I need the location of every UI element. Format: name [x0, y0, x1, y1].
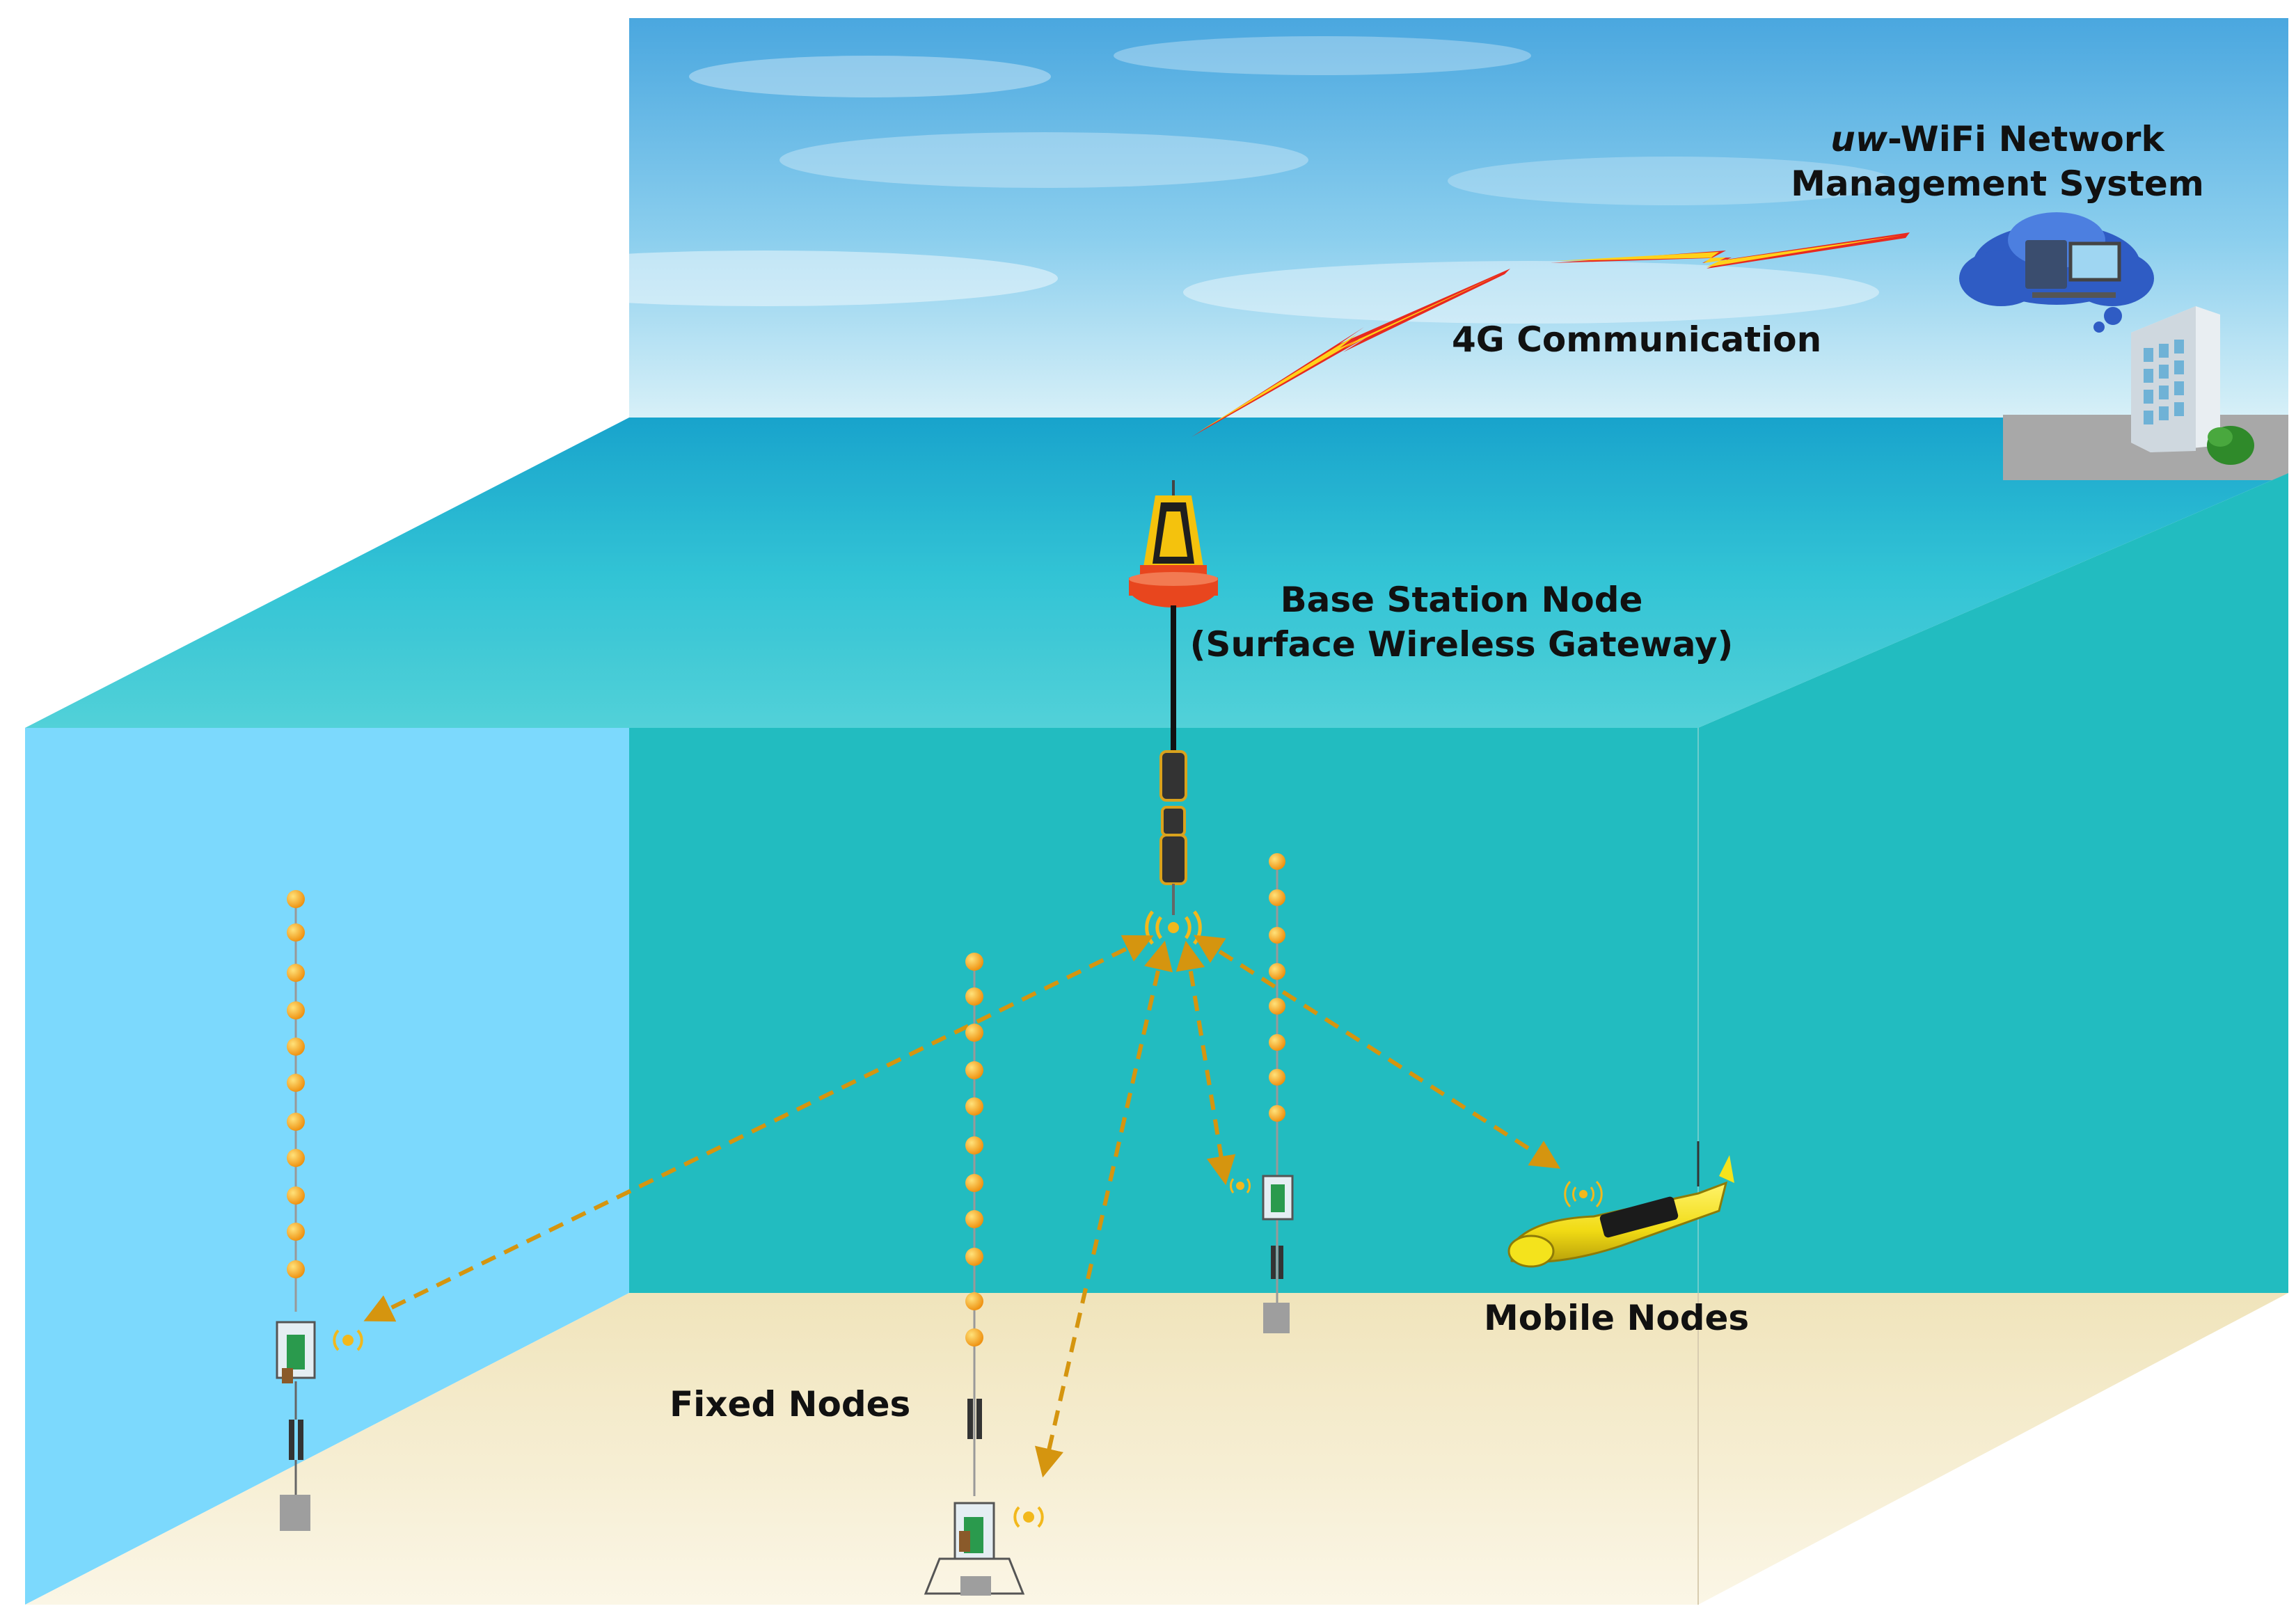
acoustic-links: [363, 935, 1561, 1478]
nms-prefix: uw: [1830, 119, 1888, 159]
auv-icon: [1507, 1141, 1734, 1268]
nms-line2: Management System: [1791, 164, 2204, 204]
comm-label: 4G Communication: [1452, 319, 1822, 360]
buoy-icon: [1129, 480, 1218, 915]
nms-line1-text: -WiFi Network: [1887, 119, 2164, 159]
nms-line1: uw-WiFi Network: [1782, 117, 2213, 161]
fixed-nodes-label: Fixed Nodes: [670, 1384, 911, 1424]
fixed-node-left: [276, 890, 363, 1531]
base-line1: Base Station Node: [1280, 580, 1643, 620]
base-station-label: Base Station Node (Surface Wireless Gate…: [1183, 578, 1740, 667]
fixed-node-right: [1230, 853, 1294, 1333]
right-water-face: [1698, 473, 2288, 1293]
mobile-nodes-label: Mobile Nodes: [1484, 1298, 1750, 1338]
cloud-computer-icon: [1959, 212, 2154, 333]
nms-label: uw-WiFi Network Management System: [1782, 117, 2213, 206]
fixed-node-center: [924, 953, 1044, 1596]
lightning-icon: [1191, 232, 1910, 437]
base-line2: (Surface Wireless Gateway): [1189, 624, 1734, 665]
building-icon: [2131, 306, 2254, 465]
sky: [473, 18, 2288, 422]
